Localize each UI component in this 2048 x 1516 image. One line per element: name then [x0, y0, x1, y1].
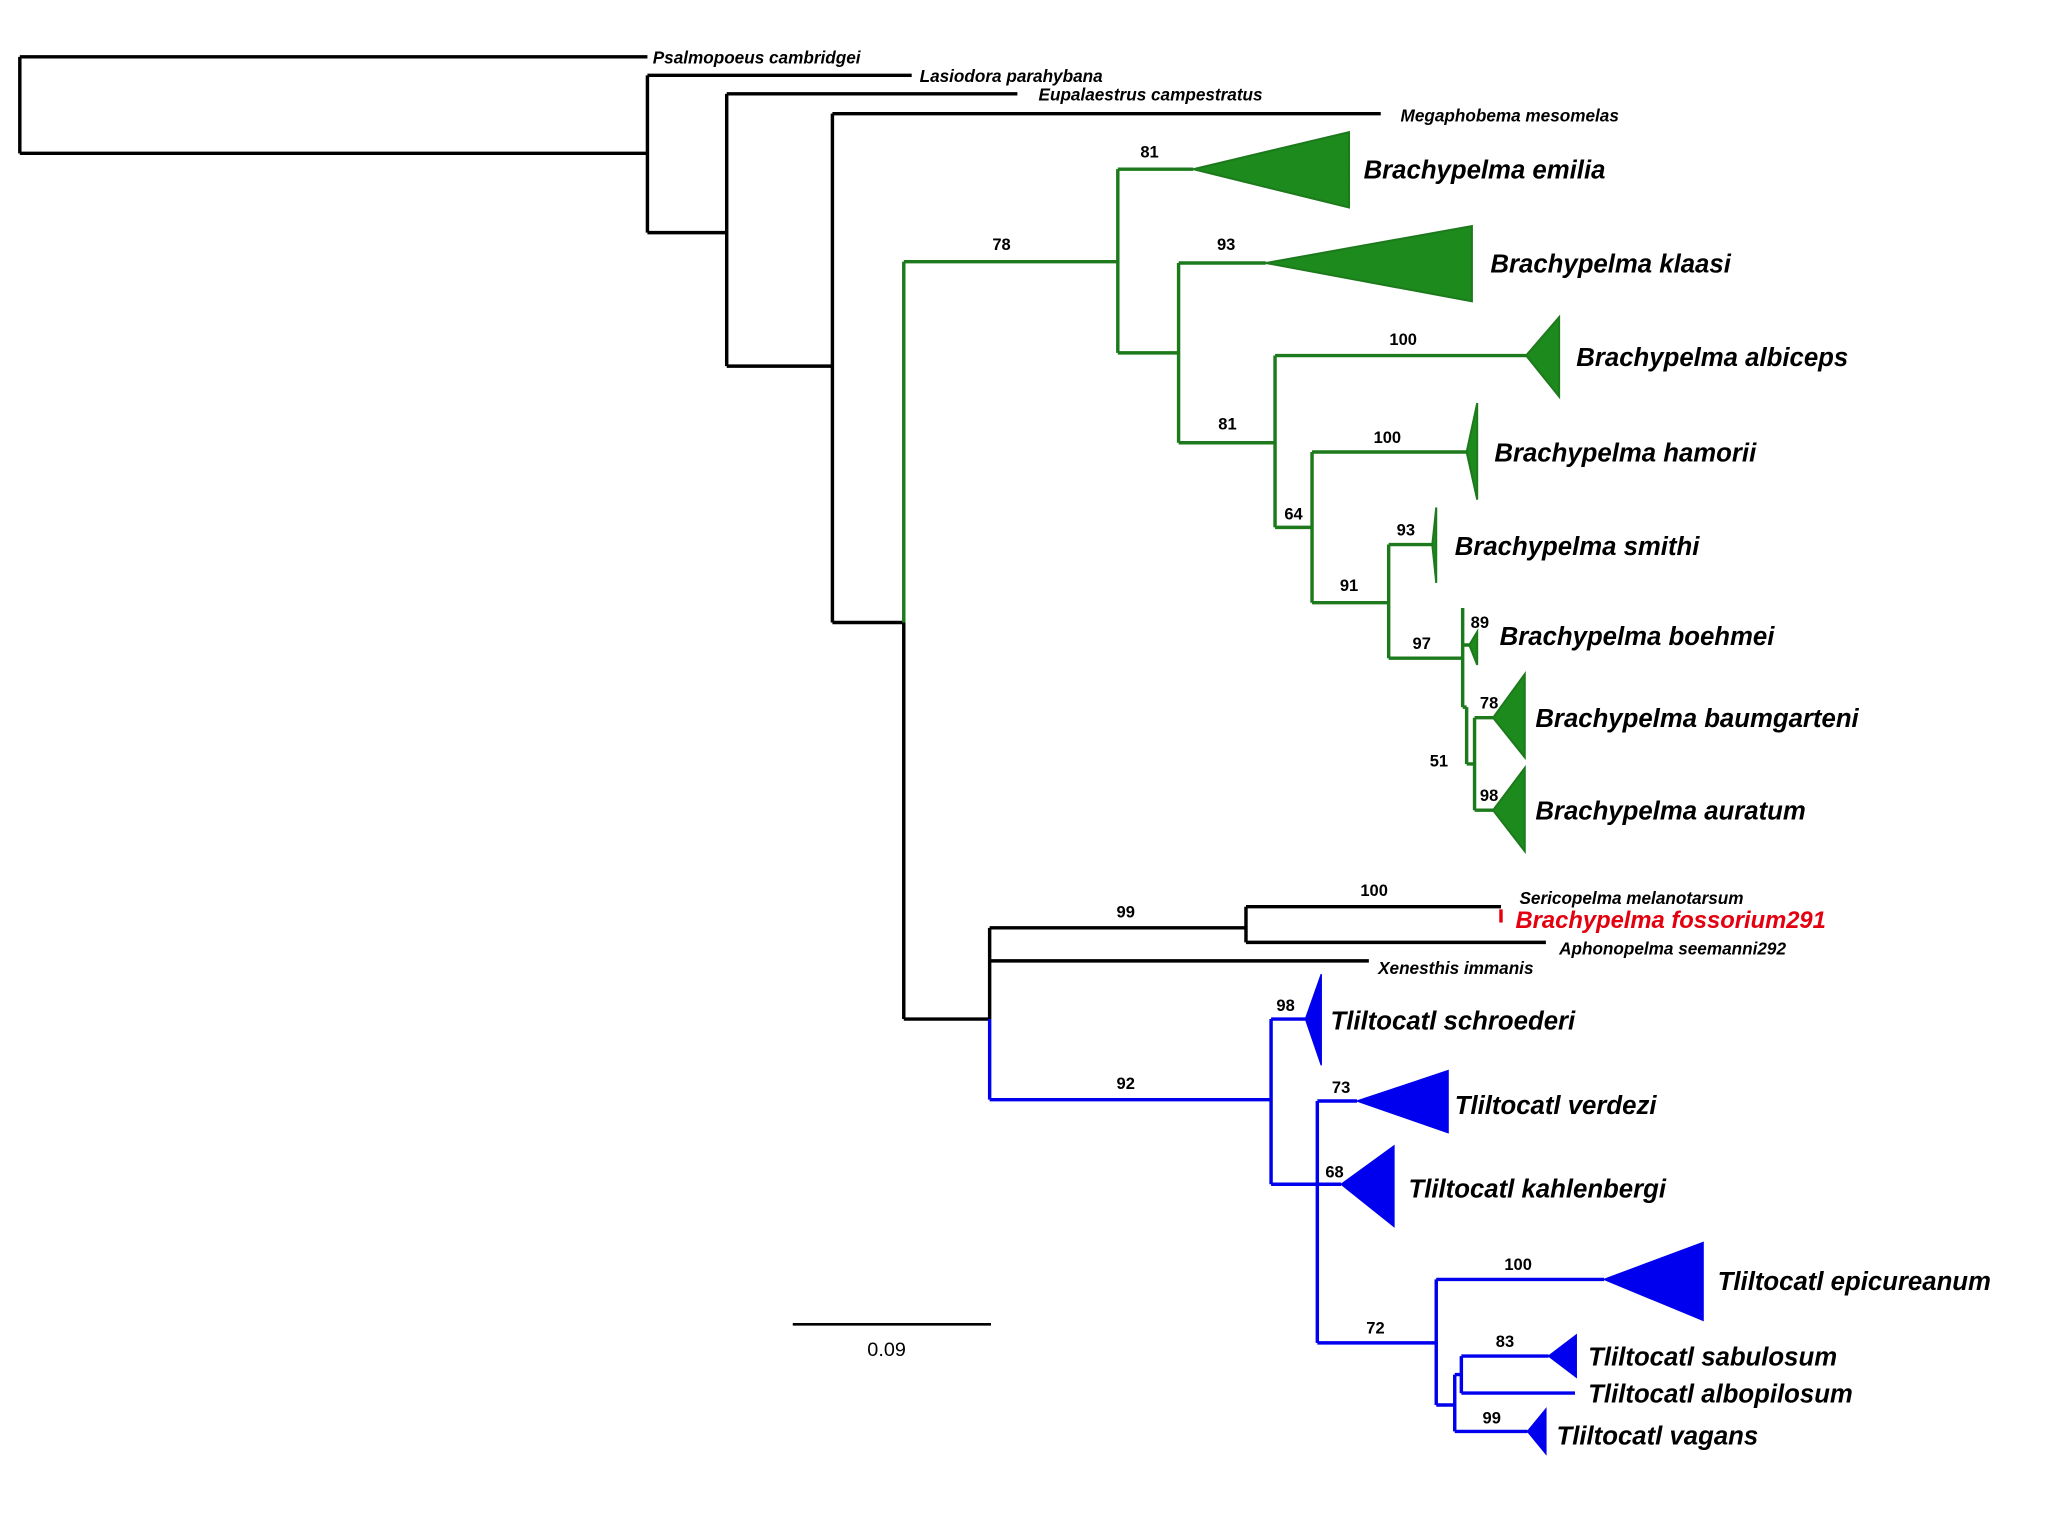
bootstrap-value: 91 [1340, 577, 1358, 595]
bootstrap-value: 81 [1218, 416, 1236, 434]
bootstrap-value: 81 [1140, 143, 1158, 161]
collapsed-clade-epicureanum [1602, 1241, 1704, 1322]
bootstrap-value: 98 [1480, 787, 1498, 805]
taxon-label: Tliltocatl verdezi [1455, 1092, 1658, 1120]
bootstrap-value: 83 [1496, 1333, 1514, 1351]
taxon-label: Megaphobema mesomelas [1401, 106, 1619, 126]
collapsed-clade-smithi [1431, 507, 1438, 583]
taxon-label: Tliltocatl kahlenbergi [1408, 1175, 1666, 1203]
bootstrap-value: 72 [1366, 1320, 1384, 1338]
bootstrap-value: 100 [1374, 429, 1402, 447]
bootstrap-value: 99 [1483, 1409, 1501, 1427]
bootstrap-value: 78 [992, 236, 1010, 254]
taxon-label: Tliltocatl epicureanum [1718, 1268, 1991, 1296]
bootstrap-value: 100 [1360, 882, 1388, 900]
collapsed-clade-emilia [1192, 130, 1351, 209]
taxon-label: Brachypelma boehmei [1500, 623, 1776, 651]
bootstrap-value: 89 [1471, 614, 1489, 632]
taxon-label: Tliltocatl vagans [1556, 1423, 1758, 1451]
collapsed-clade-vagans [1526, 1407, 1547, 1456]
collapsed-clade-hamorii [1465, 402, 1479, 500]
collapsed-clade-albiceps [1524, 314, 1561, 400]
collapsed-clade-boehmei [1468, 628, 1479, 666]
tliltocatl-clade-branches [987, 1017, 1605, 1434]
taxon-label: Brachypelma klaasi [1490, 250, 1731, 278]
bootstrap-value: 93 [1217, 236, 1235, 254]
bootstrap-value: 97 [1413, 635, 1431, 653]
bootstrap-value: 99 [1117, 903, 1135, 921]
taxon-label: Psalmopoeus cambridgei [653, 47, 862, 67]
bootstrap-value: 73 [1332, 1079, 1350, 1097]
collapsed-clade-verdezi [1354, 1069, 1449, 1134]
bootstrap-value: 93 [1397, 521, 1415, 539]
bootstrap-value: 64 [1284, 505, 1303, 523]
taxon-label: Brachypelma auratum [1535, 797, 1805, 825]
bootstrap-value: 100 [1389, 331, 1417, 349]
collapsed-clade-sabulosum [1547, 1333, 1577, 1379]
taxon-label: Brachypelma smithi [1455, 533, 1701, 561]
bootstrap-value: 100 [1504, 1256, 1532, 1274]
taxon-label: Tliltocatl albopilosum [1588, 1380, 1853, 1408]
outgroup-branches [18, 55, 1546, 1021]
collapsed-clade-schroederi [1304, 973, 1322, 1066]
taxon-label: Brachypelma emilia [1364, 156, 1606, 184]
brachypelma-clade-branches [902, 167, 1527, 812]
collapsed-clade-kahlenbergi [1340, 1144, 1395, 1228]
highlighted-taxon-label: Brachypelma fossorium291 [1516, 907, 1826, 934]
collapsed-clade-baumgarteni [1491, 671, 1526, 761]
taxon-label: Tliltocatl schroederi [1331, 1008, 1576, 1036]
taxon-label: Lasiodora parahybana [920, 66, 1103, 86]
taxon-label: Eupalaestrus campestratus [1039, 84, 1263, 104]
collapsed-clade-auratum [1491, 764, 1526, 855]
taxon-label: Brachypelma baumgarteni [1535, 705, 1859, 733]
bootstrap-value: 51 [1430, 753, 1448, 771]
taxon-label: Brachypelma hamorii [1494, 439, 1757, 467]
bootstrap-value: 92 [1117, 1075, 1135, 1093]
bootstrap-value: 78 [1480, 694, 1498, 712]
taxon-label: Brachypelma albiceps [1576, 344, 1848, 372]
bootstrap-value: 68 [1325, 1164, 1343, 1182]
taxon-label: Sericopelma melanotarsum [1519, 888, 1743, 908]
taxon-label: Tliltocatl sabulosum [1588, 1343, 1837, 1371]
taxon-label: Xenesthis immanis [1377, 958, 1533, 978]
collapsed-clade-klaasi [1265, 224, 1473, 303]
taxon-label: Aphonopelma seemanni292 [1558, 938, 1786, 958]
bootstrap-value: 98 [1276, 997, 1294, 1015]
scale-bar-label: 0.09 [867, 1339, 906, 1361]
